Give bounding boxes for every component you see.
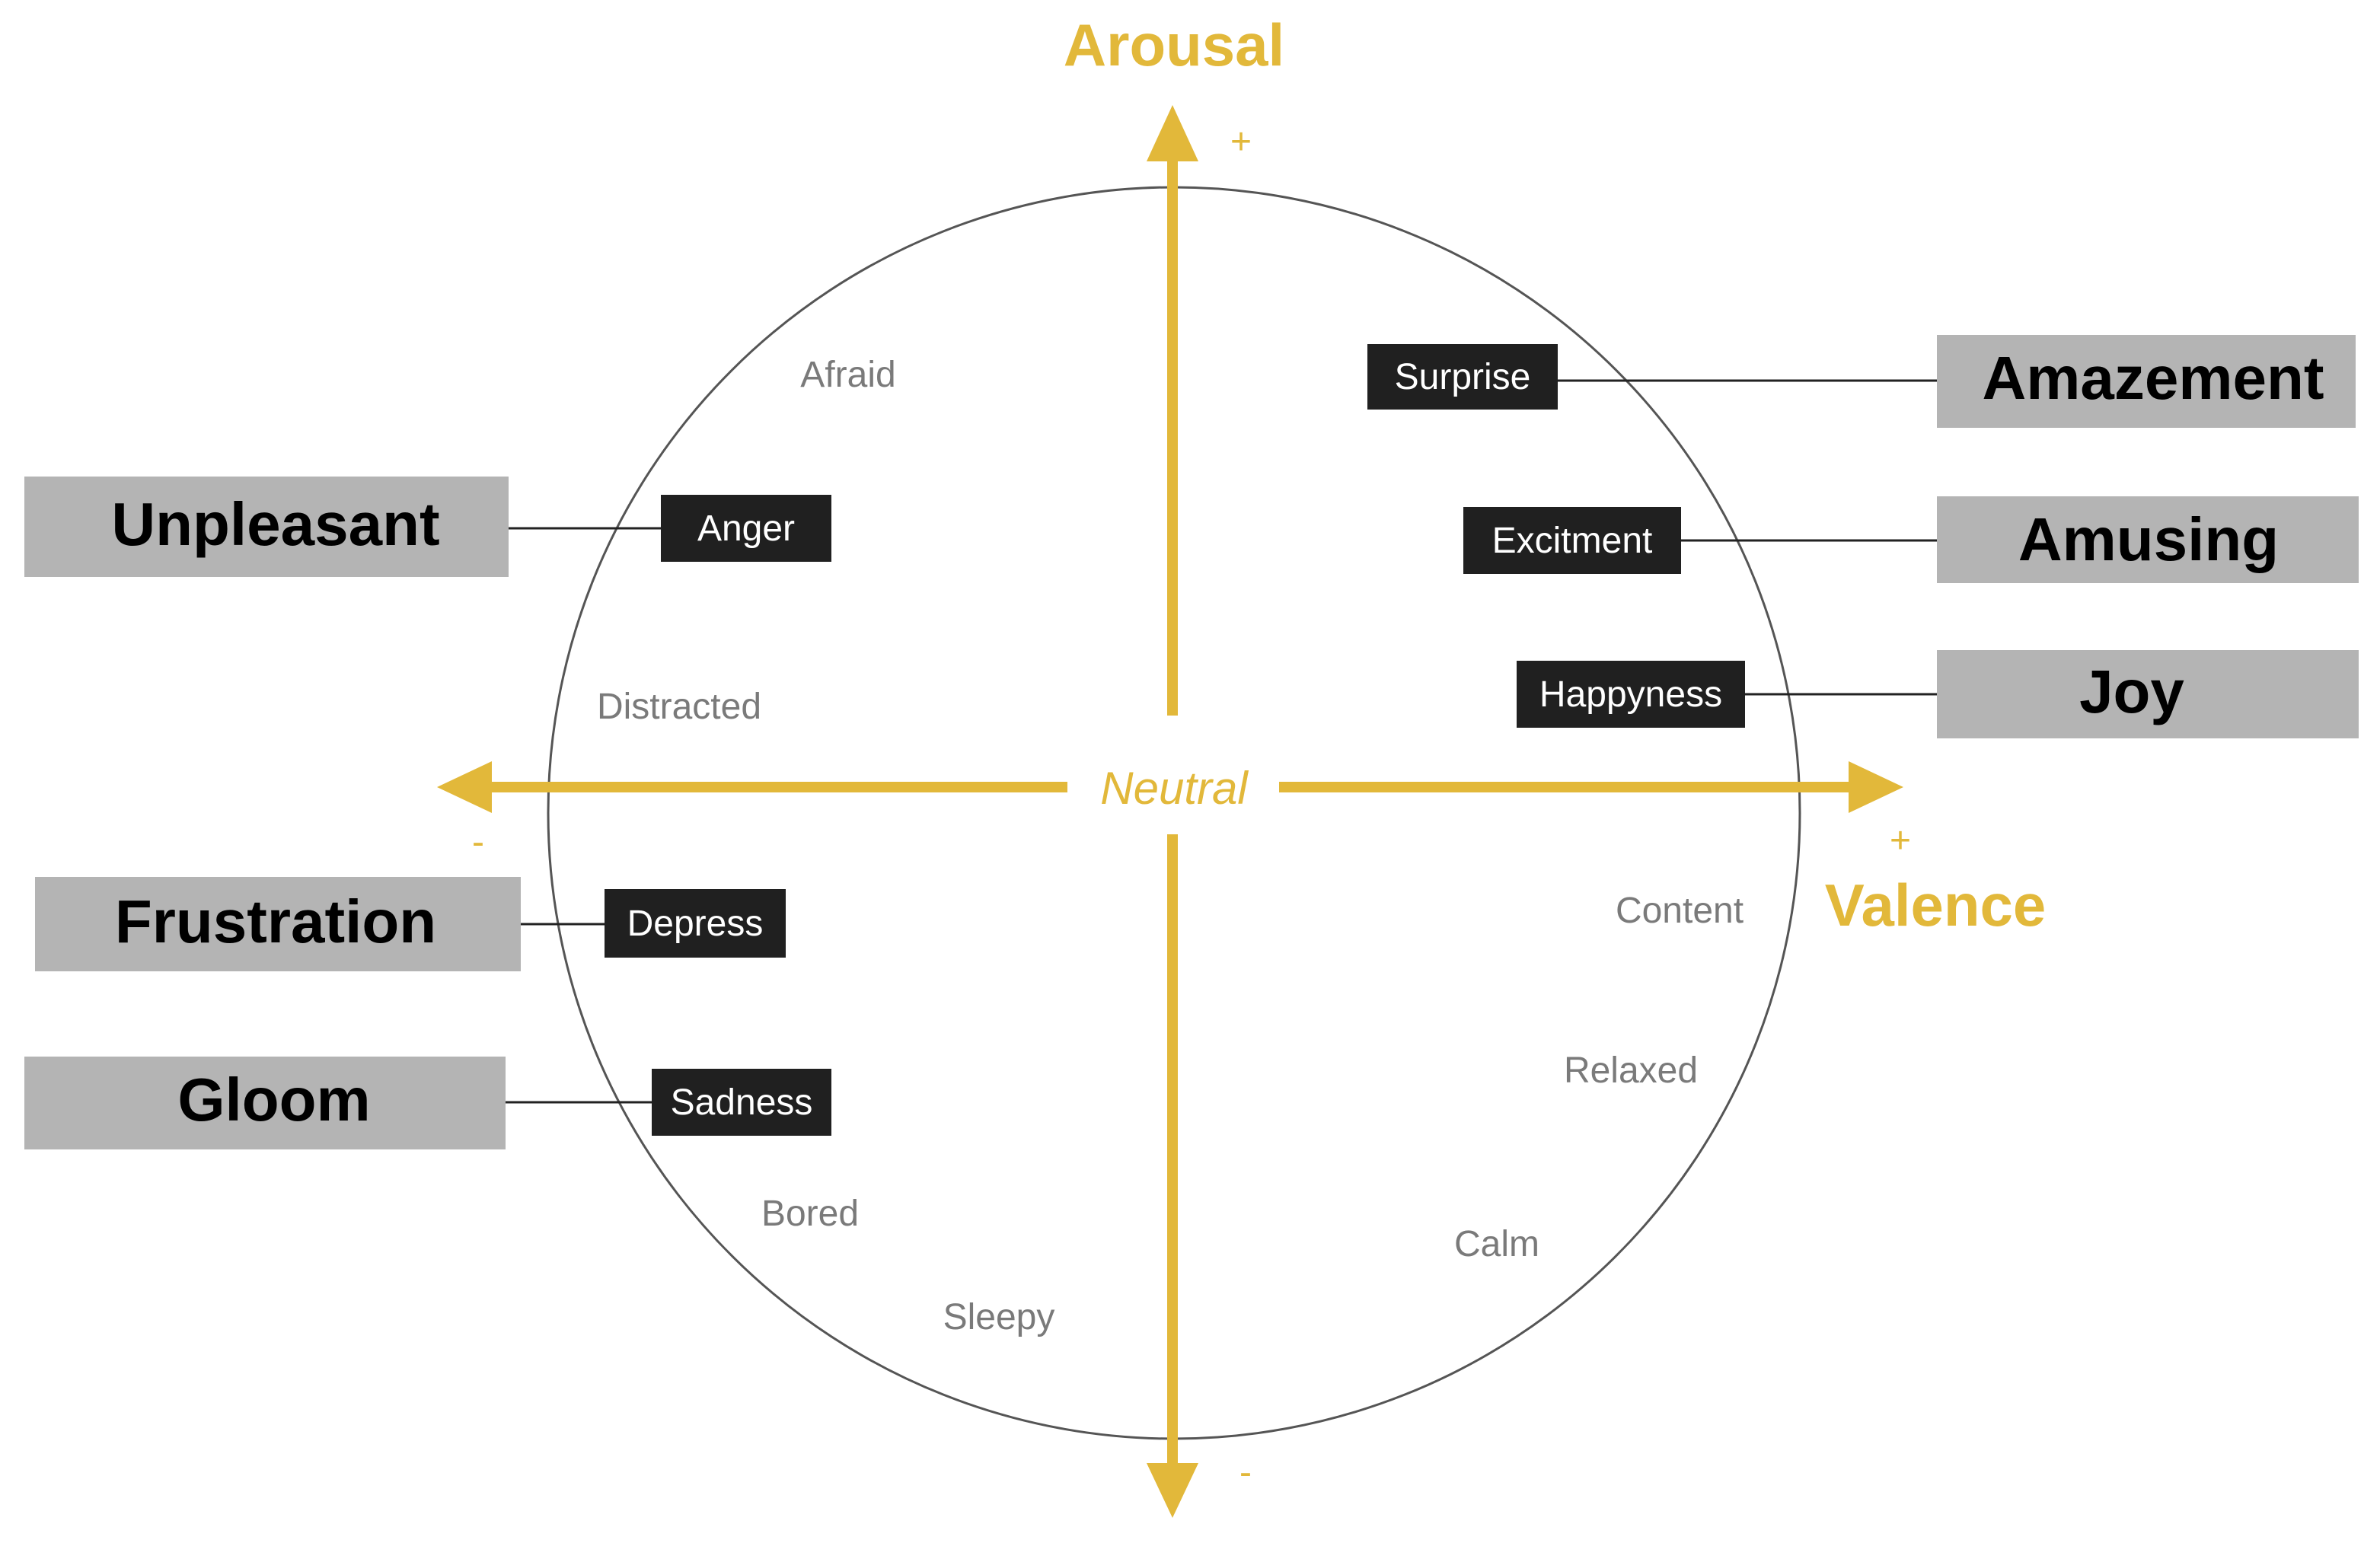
word-bored: Bored [761, 1194, 859, 1234]
label-surprise-box [1367, 344, 1558, 410]
word-sleepy: Sleepy [943, 1297, 1055, 1337]
label-happyness: Happyness [1517, 661, 1745, 728]
valence-arrow-right [1849, 761, 1903, 813]
label-depress-box [605, 889, 786, 958]
category-frustration: Frustration [35, 877, 521, 971]
label-depress-text: Depress [627, 904, 764, 944]
valence-plus-sign: + [1890, 821, 1911, 861]
word-calm: Calm [1454, 1224, 1539, 1264]
label-excitment-text: Excitment [1492, 521, 1653, 561]
category-amazement: Amazement [1937, 335, 2356, 428]
arousal-title: Arousal [1064, 11, 1284, 78]
arousal-plus-sign: + [1230, 122, 1252, 162]
arousal-minus-sign: - [1239, 1452, 1252, 1493]
category-frustration-box [35, 877, 521, 971]
label-anger: Anger [661, 495, 831, 562]
category-amazement-text: Amazement [1982, 344, 2324, 412]
word-content: Content [1616, 891, 1744, 931]
category-amusing-text: Amusing [2018, 505, 2279, 573]
label-depress: Depress [605, 889, 786, 958]
label-surprise: Surprise [1367, 344, 1558, 410]
category-joy-box [1937, 650, 2359, 738]
arousal-arrow-up [1147, 105, 1198, 161]
category-joy: Joy [1937, 650, 2359, 738]
neutral-label: Neutral [1100, 763, 1249, 814]
valence-minus-sign: - [472, 822, 484, 862]
black-emotion-labels: Surprise Excitment Happyness Anger Depre… [605, 344, 1745, 1136]
word-relaxed: Relaxed [1564, 1050, 1698, 1091]
category-unpleasant-text: Unpleasant [111, 490, 439, 558]
arousal-axis [1147, 105, 1198, 1518]
connector-lines [506, 379, 1937, 1104]
valence-axis [437, 761, 1903, 813]
category-gloom: Gloom [24, 1057, 506, 1149]
category-amusing-box [1937, 496, 2359, 583]
arousal-arrow-down [1147, 1463, 1198, 1518]
label-anger-box [661, 495, 831, 562]
category-unpleasant-box [24, 477, 509, 577]
grey-category-boxes: Amazement Amusing Joy Unpleasant Frustra… [24, 335, 2359, 1149]
word-distracted: Distracted [597, 687, 761, 727]
category-unpleasant: Unpleasant [24, 477, 509, 577]
word-afraid: Afraid [800, 355, 895, 395]
category-amusing: Amusing [1937, 496, 2359, 583]
category-gloom-box [24, 1057, 506, 1149]
label-sadness-box [652, 1069, 831, 1136]
label-sadness: Sadness [652, 1069, 831, 1136]
category-amazement-box [1937, 335, 2356, 428]
label-excitment: Excitment [1463, 507, 1681, 574]
valence-title: Valence [1825, 872, 2047, 939]
label-surprise-text: Surprise [1395, 357, 1531, 397]
label-sadness-text: Sadness [671, 1082, 813, 1123]
label-happyness-box [1517, 661, 1745, 728]
category-frustration-text: Frustration [115, 888, 436, 955]
label-anger-text: Anger [697, 508, 795, 549]
category-gloom-text: Gloom [177, 1066, 370, 1133]
valence-arrow-left [437, 761, 492, 813]
grey-emotion-words: Afraid Distracted Content Relaxed Calm B… [597, 355, 1744, 1337]
label-excitment-box [1463, 507, 1681, 574]
category-joy-text: Joy [2079, 658, 2184, 725]
label-happyness-text: Happyness [1539, 674, 1722, 715]
